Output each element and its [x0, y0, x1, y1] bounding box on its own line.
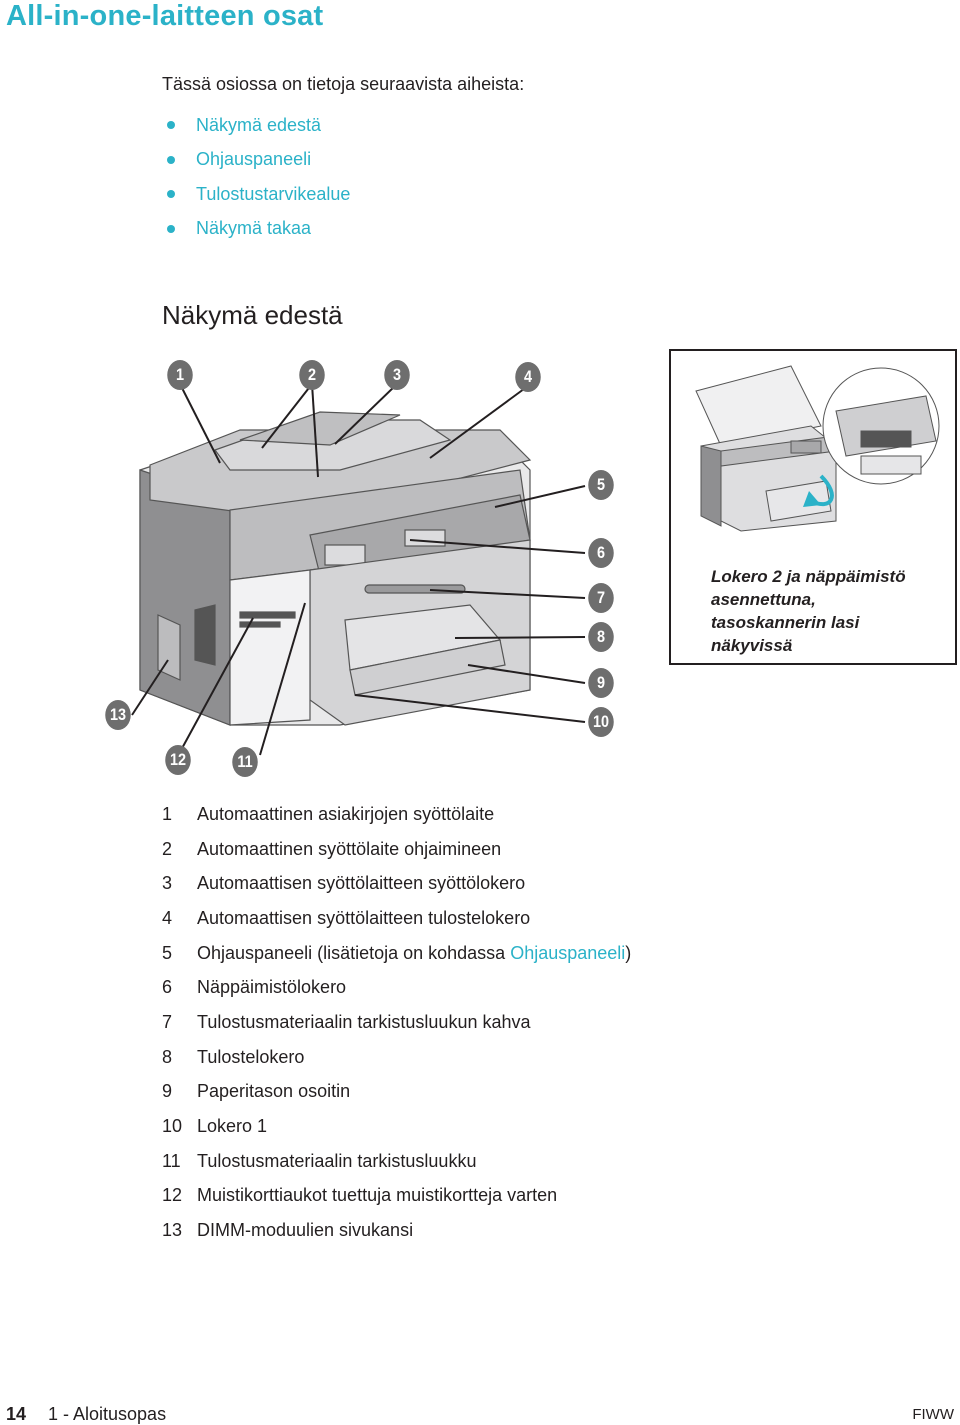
topic-link-front-view[interactable]: Näkymä edestä — [162, 108, 350, 143]
topic-list: Näkymä edestä Ohjauspaneeli Tulostustarv… — [162, 108, 350, 246]
inset-illustration: Lokero 2 ja näppäimistö asennettuna, tas… — [669, 349, 957, 665]
callout-1: 1 — [167, 360, 193, 390]
page-footer: 14 1 - Aloitusopas FIWW — [0, 1400, 960, 1425]
section-heading: Näkymä edestä — [162, 300, 343, 330]
callout-11: 11 — [232, 747, 258, 777]
callout-12: 12 — [165, 745, 191, 775]
topic-link-control-panel[interactable]: Ohjauspaneeli — [162, 143, 350, 178]
callout-7: 7 — [588, 583, 614, 613]
callout-2: 2 — [299, 360, 325, 390]
topic-link-back-view[interactable]: Näkymä takaa — [162, 212, 350, 247]
device-illustration: 1 2 3 4 5 6 7 8 9 10 11 12 13 — [0, 345, 960, 785]
page-title: All-in-one-laitteen osat — [6, 0, 324, 32]
control-panel-link[interactable]: Ohjauspaneeli — [510, 942, 626, 963]
chapter-title: 1 - Aloitusopas — [48, 1404, 167, 1424]
inset-printer-drawing — [695, 365, 940, 532]
callout-13: 13 — [105, 700, 131, 730]
callout-9: 9 — [588, 668, 614, 698]
locale-code: FIWW — [912, 1406, 954, 1423]
topic-link-supplies-area[interactable]: Tulostustarvikealue — [162, 177, 350, 212]
callout-3: 3 — [384, 360, 410, 390]
callout-8: 8 — [588, 622, 614, 652]
callout-5: 5 — [588, 470, 614, 500]
page-number: 14 — [6, 1404, 27, 1424]
callout-4: 4 — [515, 362, 541, 392]
bullet-icon — [167, 121, 175, 130]
inset-caption: Lokero 2 ja näppäimistö asennettuna, tas… — [711, 567, 906, 655]
bullet-icon — [167, 224, 175, 233]
bullet-icon — [167, 190, 175, 199]
bullet-icon — [167, 155, 175, 164]
intro-text: Tässä osiossa on tietoja seuraavista aih… — [162, 74, 525, 94]
callout-6: 6 — [588, 538, 614, 568]
printer-drawing — [131, 383, 586, 756]
callout-10: 10 — [588, 707, 614, 737]
